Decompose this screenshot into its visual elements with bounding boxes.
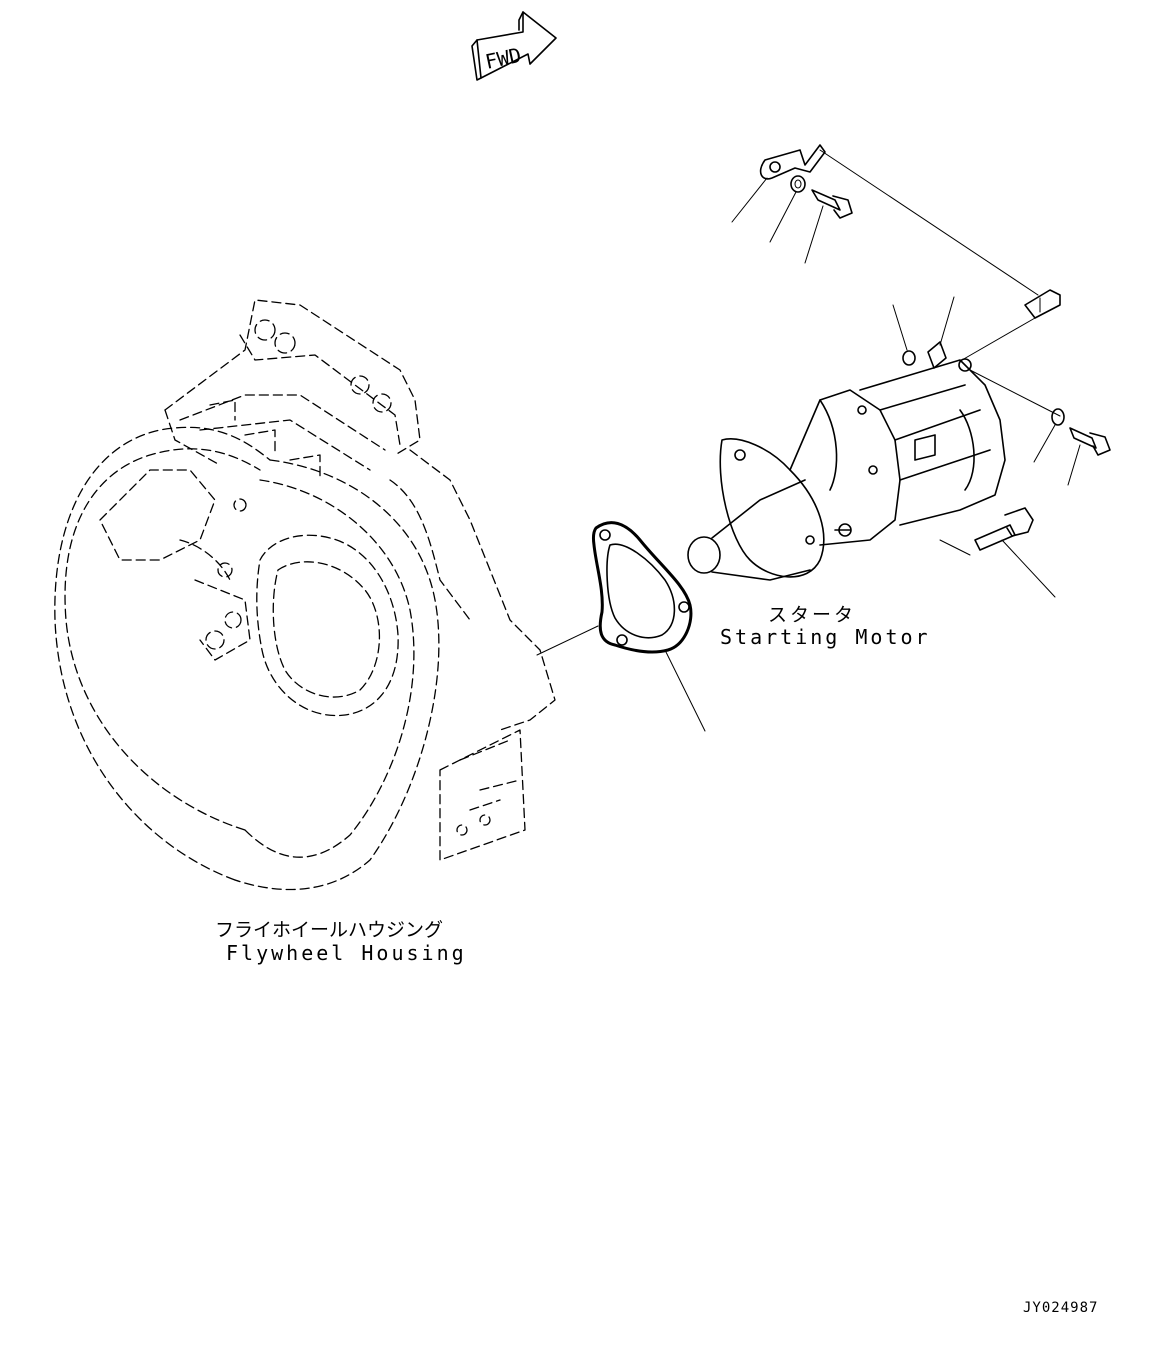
bracket: [759, 144, 826, 180]
drawing-id: JY024987: [1023, 1300, 1099, 1316]
gasket: [591, 521, 693, 654]
mounting-bolt: [974, 507, 1034, 551]
terminal-clip: [902, 341, 947, 369]
washer: [790, 175, 806, 193]
leader-lines: [536, 149, 1081, 732]
starting-motor: [687, 358, 1006, 581]
bolt: [811, 189, 853, 219]
starter-label-en: Starting Motor: [720, 625, 931, 649]
housing-label-en: Flywheel Housing: [226, 941, 467, 965]
bolt-right: [1069, 427, 1111, 456]
washer-right: [1051, 408, 1065, 426]
housing-label-jp: フライホイールハウジング: [215, 919, 444, 941]
fwd-arrow-icon: FWD: [471, 11, 557, 81]
starter-label-jp: スタータ: [768, 604, 857, 626]
connector: [1024, 289, 1061, 319]
flywheel-housing: [54, 299, 556, 891]
fwd-label: FWD: [483, 43, 523, 74]
